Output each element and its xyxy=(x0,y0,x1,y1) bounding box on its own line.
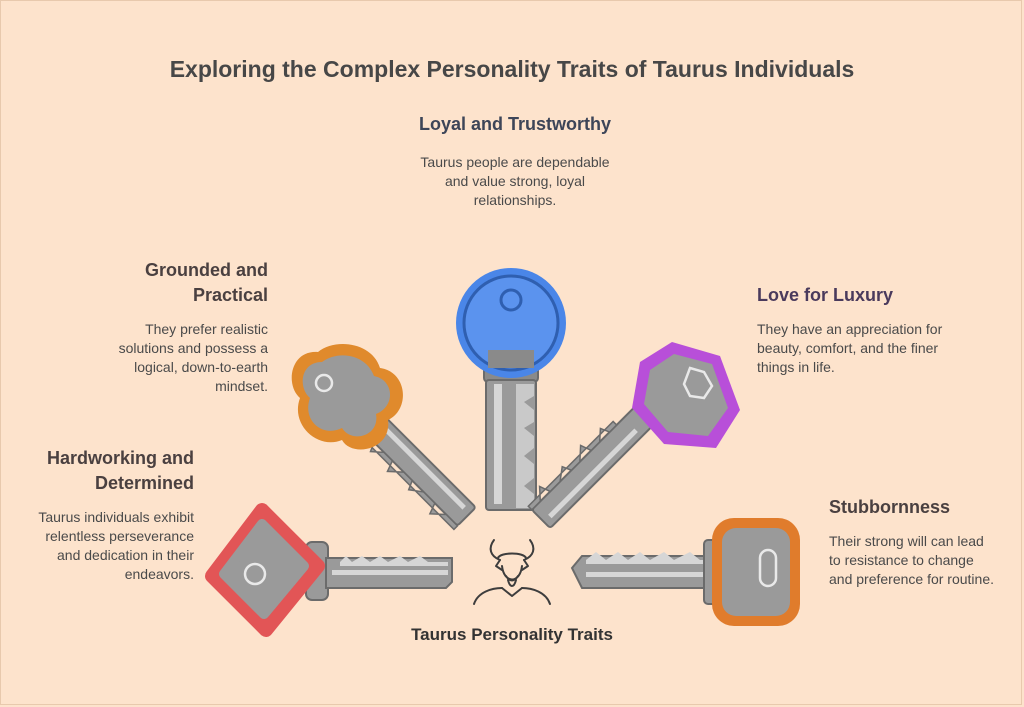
trait-loyal-heading: Loyal and Trustworthy xyxy=(418,114,612,134)
trait-hardworking-heading: Hardworking and Determined xyxy=(46,448,194,493)
cloverleaf-key-icon xyxy=(291,344,476,531)
trait-stubborn: Stubbornness Their strong will can lead … xyxy=(829,495,999,589)
trait-luxury-description: They have an appreciation for beauty, co… xyxy=(757,321,943,375)
trait-grounded-description: They prefer realistic solutions and poss… xyxy=(118,321,268,394)
trait-loyal: Loyal and Trustworthy Taurus people are … xyxy=(410,112,620,210)
trait-grounded: Grounded and Practical They prefer reali… xyxy=(110,258,268,396)
trait-grounded-heading: Grounded and Practical xyxy=(145,260,268,305)
trait-hardworking: Hardworking and Determined Taurus indivi… xyxy=(28,446,194,584)
hexagon-key-icon xyxy=(527,342,740,528)
rectangular-key-icon xyxy=(570,518,800,626)
trait-stubborn-description: Their strong will can lead to resistance… xyxy=(829,533,994,587)
round-key-icon xyxy=(456,268,566,511)
trait-hardworking-description: Taurus individuals exhibit relentless pe… xyxy=(38,509,194,582)
trait-luxury-heading: Love for Luxury xyxy=(757,285,894,305)
trait-loyal-description: Taurus people are dependable and value s… xyxy=(420,154,610,208)
trait-luxury: Love for Luxury They have an appreciatio… xyxy=(757,283,957,377)
page-title: Exploring the Complex Personality Traits… xyxy=(169,56,855,82)
taurus-bull-icon xyxy=(473,539,551,605)
center-label: Taurus Personality Traits xyxy=(411,625,613,644)
diamond-key-icon xyxy=(205,503,453,637)
trait-stubborn-heading: Stubbornness xyxy=(829,497,951,517)
